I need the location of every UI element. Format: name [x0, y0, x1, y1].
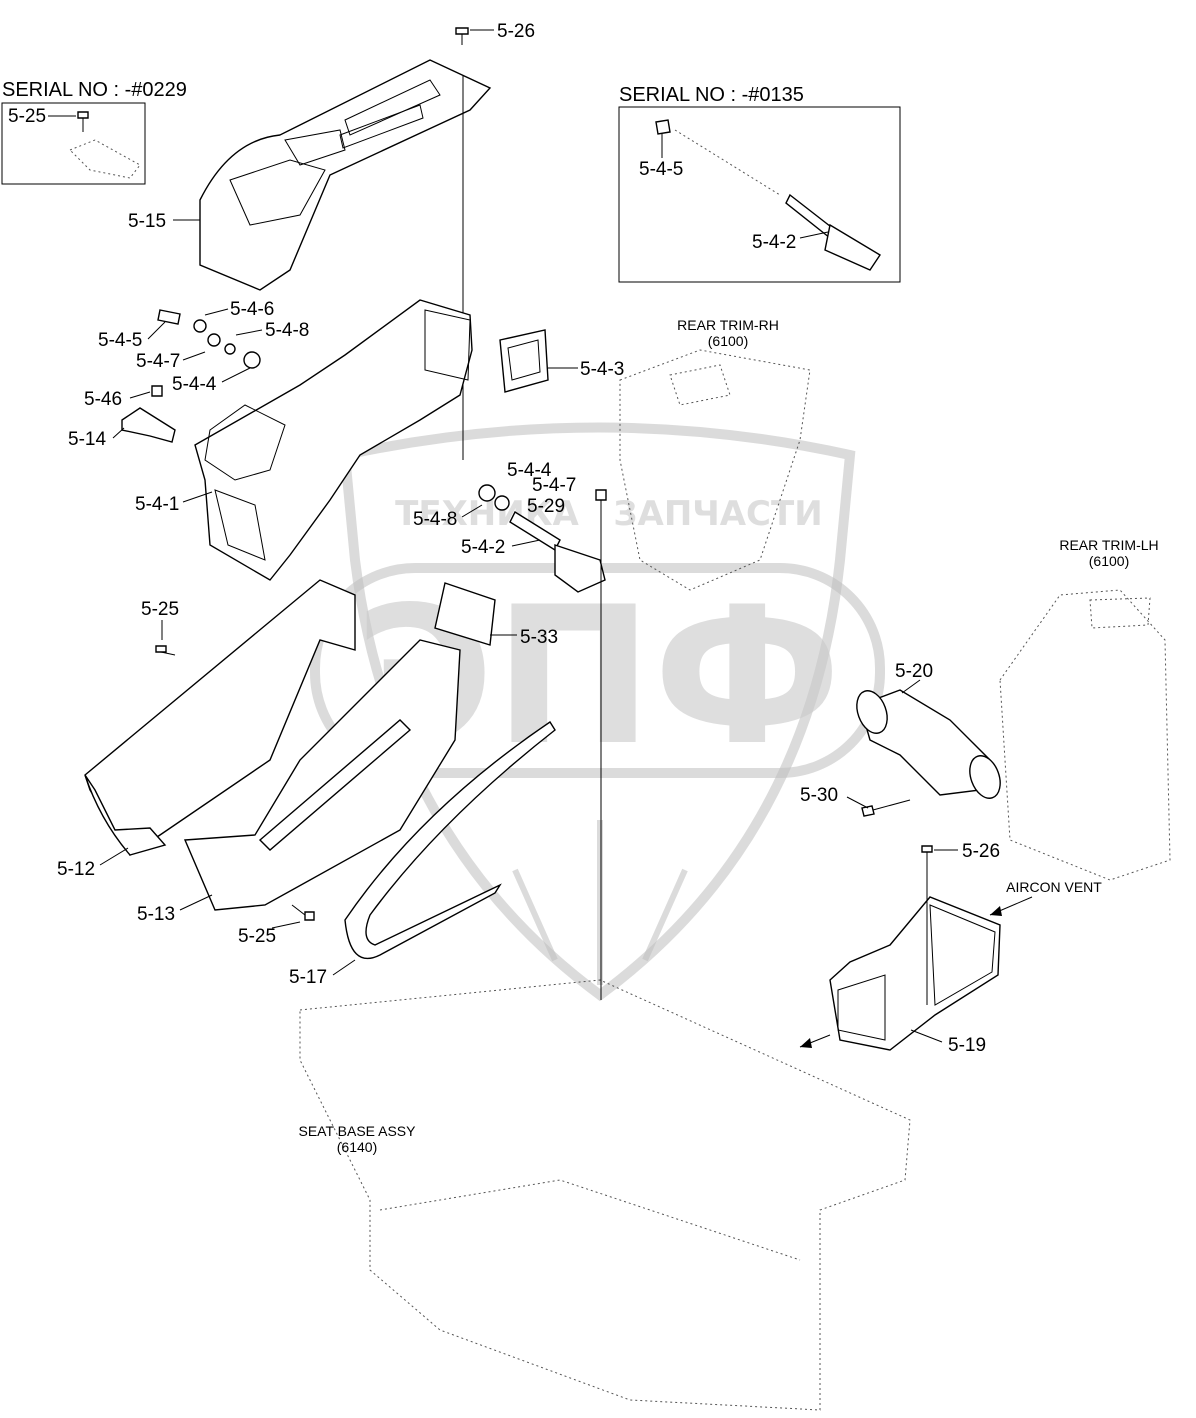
center-hardware [461, 484, 607, 1000]
hardware-upper-left [147, 308, 263, 383]
label-5-4-7-a: 5-4-7 [136, 351, 180, 372]
rear-trim-lh-code: (6100) [1089, 553, 1129, 569]
part-labels: 5-26 5-15 5-4-6 5-4-5 5-4-8 5-4-7 5-4-4 … [57, 21, 1000, 1056]
screw-5-30 [846, 796, 911, 817]
label-5-29: 5-29 [527, 496, 565, 517]
label-5-20: 5-20 [895, 661, 933, 682]
rear-trim-rh-code: (6100) [708, 333, 748, 349]
serial-right-title: SERIAL NO : -#0135 [619, 84, 804, 106]
side-cover-5-12 [84, 579, 356, 856]
label-5-4-4-a: 5-4-4 [172, 374, 217, 395]
duct-5-20 [856, 679, 1001, 799]
leader-lines [99, 219, 356, 976]
seat-base-label: SEAT BASE ASSY [299, 1123, 417, 1139]
vent-duct-5-19 [829, 896, 1001, 1051]
label-5-33: 5-33 [520, 627, 558, 648]
serial-right-label-1: 5-4-5 [639, 159, 683, 180]
label-5-4-6: 5-4-6 [230, 299, 274, 320]
label-5-15: 5-15 [128, 211, 166, 232]
serial-left-title: SERIAL NO : -#0229 [2, 79, 187, 101]
label-5-4-1: 5-4-1 [135, 494, 179, 515]
gasket-5-4-3 [499, 329, 578, 393]
seat-base-code: (6140) [337, 1139, 377, 1155]
screw-5-25 [155, 620, 315, 929]
label-5-46: 5-46 [84, 389, 122, 410]
label-5-4-5: 5-4-5 [98, 330, 142, 351]
serial-right-label-2: 5-4-2 [752, 232, 796, 253]
label-5-13: 5-13 [137, 904, 175, 925]
console-cover [199, 59, 492, 291]
label-5-14: 5-14 [68, 429, 106, 450]
label-5-25-b: 5-25 [238, 926, 276, 947]
label-5-4-2: 5-4-2 [461, 537, 505, 558]
label-5-4-8-a: 5-4-8 [265, 320, 309, 341]
serial-box-right: SERIAL NO : -#0135 5-4-5 5-4-2 [618, 84, 901, 283]
label-5-4-7-b: 5-4-7 [532, 475, 576, 496]
rear-trim-lh-ghost [999, 589, 1171, 881]
label-5-26-top: 5-26 [497, 21, 535, 42]
watermark-wheat-icon [512, 820, 688, 985]
rear-trim-lh-label: REAR TRIM-LH [1059, 537, 1158, 553]
side-cover-5-13 [183, 639, 461, 911]
label-5-26-b: 5-26 [962, 841, 1000, 862]
plate-5-33 [434, 582, 517, 646]
trim-strip-5-17 [344, 721, 556, 960]
rear-trim-rh-label: REAR TRIM-RH [677, 317, 779, 333]
rear-trim-rh-ghost [619, 349, 811, 591]
main-bracket [194, 299, 473, 581]
watermark-right-text: ЗАПЧАСТИ [613, 494, 822, 534]
screw-5-26-lower [921, 845, 958, 1005]
label-5-25-a: 5-25 [141, 599, 179, 620]
serial-left-label: 5-25 [8, 106, 46, 127]
label-5-30: 5-30 [800, 785, 838, 806]
aircon-arrow-icon [799, 896, 1033, 1048]
label-5-17: 5-17 [289, 967, 327, 988]
label-5-4-3: 5-4-3 [580, 359, 624, 380]
serial-box-left: SERIAL NO : -#0229 5-25 [1, 79, 187, 185]
aircon-vent-label: AIRCON VENT [1006, 879, 1102, 895]
reference-labels: REAR TRIM-RH (6100) REAR TRIM-LH (6100) … [299, 317, 1159, 1155]
seat-base-ghost [299, 979, 911, 1411]
screw-5-26-top [455, 27, 494, 460]
label-5-19: 5-19 [948, 1035, 986, 1056]
label-5-4-4-b: 5-4-4 [507, 460, 552, 481]
label-5-4-8-b: 5-4-8 [413, 509, 457, 530]
bracket-5-14 [112, 385, 213, 503]
label-5-12: 5-12 [57, 859, 95, 880]
